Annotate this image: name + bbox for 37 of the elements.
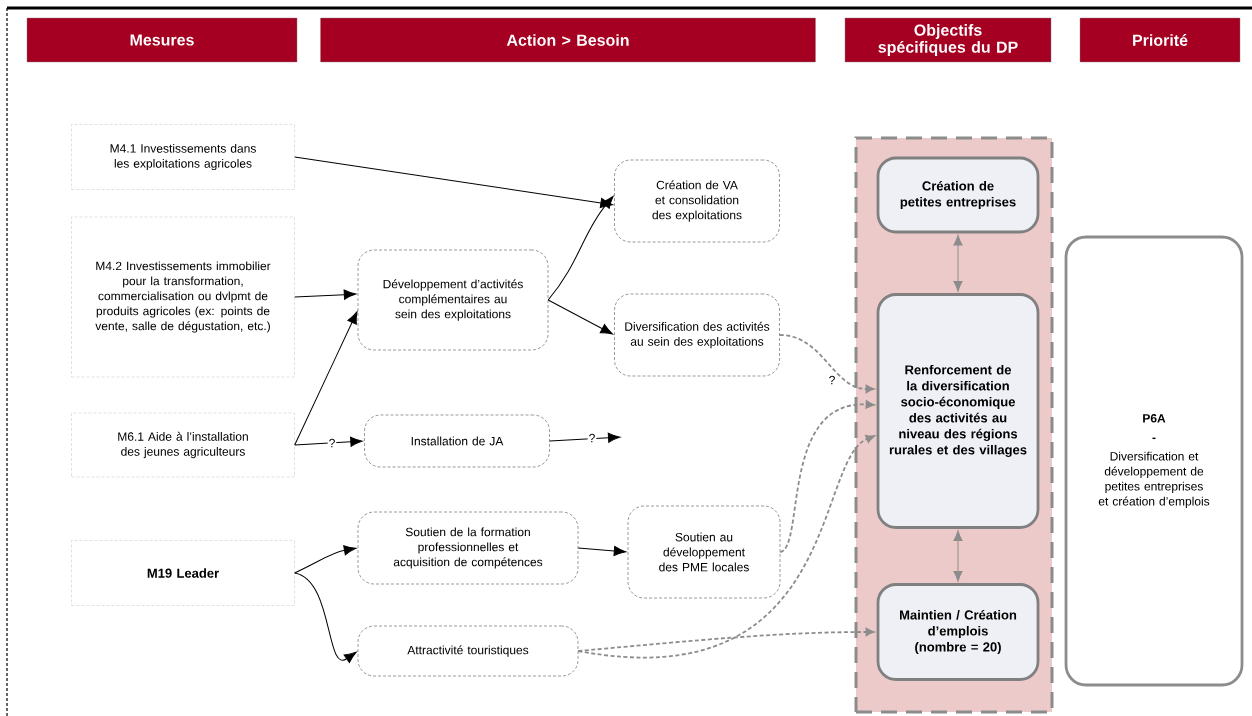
action-box: Soutien de la formation professionnelles et acquisition de compétences [357, 511, 579, 585]
action-box: Soutien au développement des PME locales [627, 505, 781, 599]
edge-label: ? [827, 374, 837, 386]
arrow [547, 299, 614, 335]
arrow [294, 436, 363, 447]
measure-box: M19 Leader [71, 540, 295, 606]
action-box: Développement d’activités complémentaires au sein des exploitations [357, 249, 549, 351]
arrow [953, 234, 963, 292]
header-bar: Action > Besoin [320, 17, 816, 63]
arrow [294, 572, 357, 664]
arrow [294, 289, 357, 300]
objective-box: Maintien / Création d’emplois (nombre = 20) [876, 583, 1040, 681]
action-box: Création de VA et consolidation des exploitations [614, 159, 780, 243]
arrow [577, 627, 875, 652]
arrow [294, 311, 358, 446]
action-box: Attractivité touristiques [357, 625, 579, 677]
measure-box: M4.2 Investissements immobilier pour la transformation, commercialisation ou dvlpmt de produits agricoles (ex: points de vente, salle de dégustation, etc.) [71, 216, 295, 378]
objective-box: Création de petites entreprises [876, 156, 1040, 234]
arrow [294, 545, 357, 574]
arrow [778, 334, 875, 394]
objective-box: Renforcement de la diversification socio-économique des activités au niveau des régions rurales et des villages [876, 293, 1040, 529]
action-box: Diversification des activités au sein des exploitations [614, 293, 780, 377]
edge-label: ? [327, 437, 337, 449]
measure-box: M4.1 Investissements dans les exploitations agricoles [71, 124, 295, 190]
measure-box: M6.1 Aide à l’installation des jeunes agriculteurs [71, 412, 295, 478]
arrow [547, 196, 614, 301]
header-bar: Mesures [26, 17, 298, 63]
header-bar: Objectifs spécifiques du DP [844, 17, 1052, 63]
arrow [953, 530, 963, 582]
edge-label: ? [587, 432, 597, 444]
header-bar: Priorité [1079, 17, 1241, 63]
priority-box: P6A - Diversification et développement de petites entreprises et création d’emplois [1064, 235, 1244, 687]
arrow [549, 432, 621, 443]
arrow [294, 156, 613, 209]
arrow [779, 400, 875, 553]
arrow [577, 545, 627, 556]
action-box: Installation de JA [364, 414, 550, 468]
